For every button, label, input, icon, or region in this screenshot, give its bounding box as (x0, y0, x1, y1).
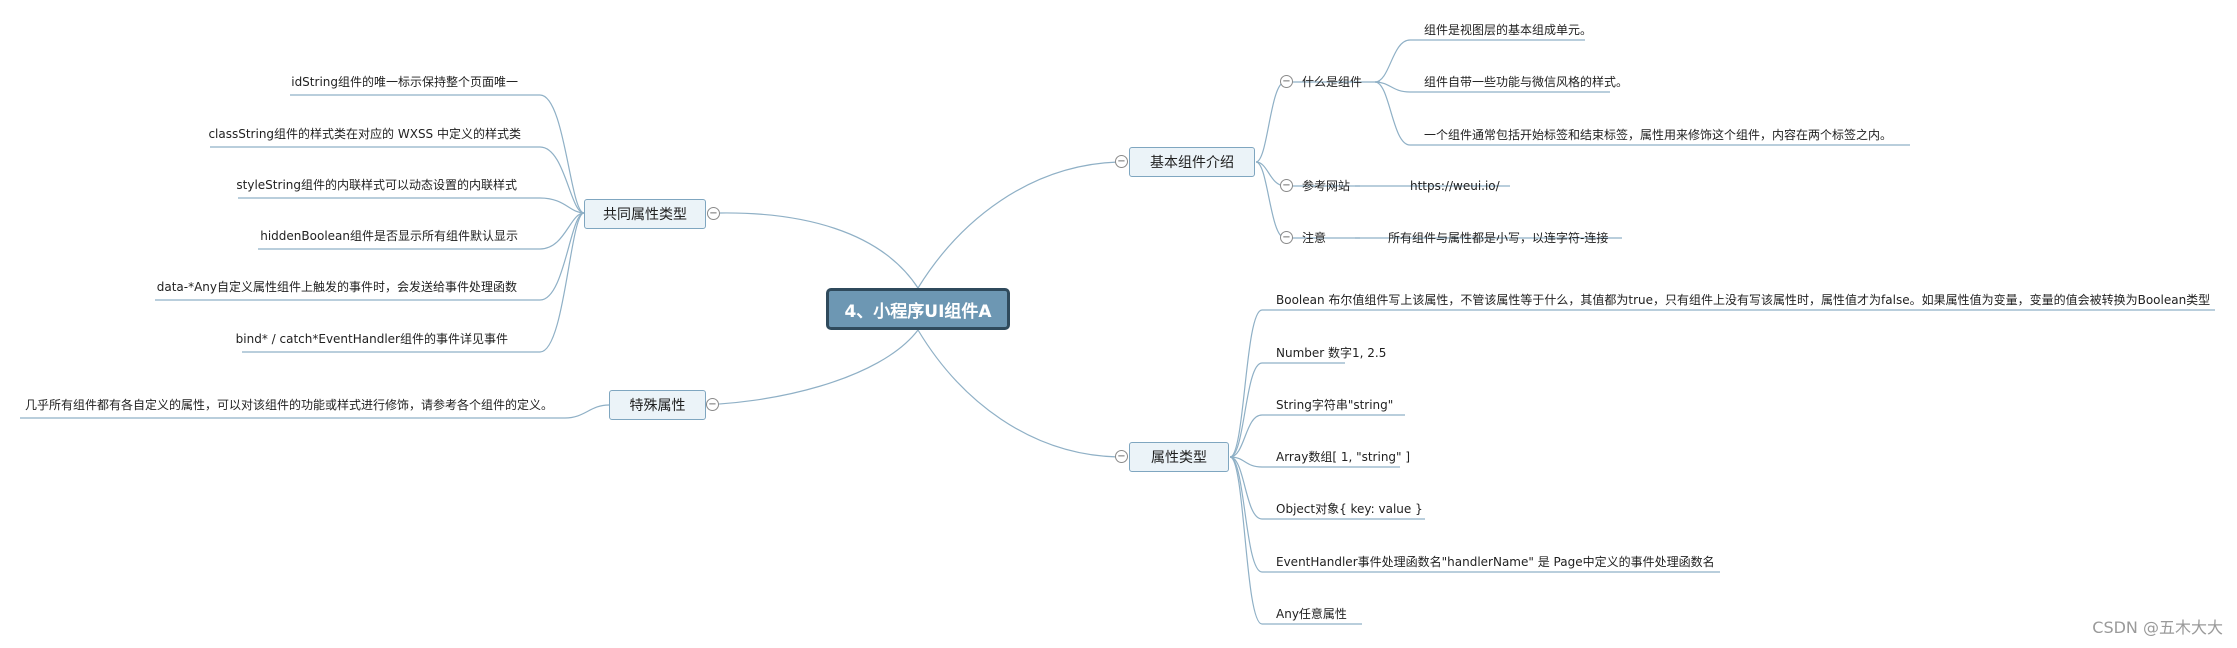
central-topic[interactable]: 4、小程序UI组件A (826, 288, 1010, 330)
collapse-toggle-what[interactable]: − (1280, 75, 1293, 88)
leaf-special-attr[interactable]: 几乎所有组件都有各自定义的属性，可以对该组件的功能或样式进行修饰，请参考各个组件… (24, 398, 553, 412)
leaf-attr-type[interactable]: String字符串"string" (1276, 398, 1394, 412)
minus-icon: − (1117, 450, 1126, 462)
leaf-attr-type[interactable]: Object对象{ key: value } (1276, 502, 1423, 516)
topic-common-attrs-label: 共同属性类型 (603, 207, 687, 223)
minus-icon: − (1282, 179, 1291, 191)
leaf-attr-type[interactable]: EventHandler事件处理函数名"handlerName" 是 Page中… (1276, 555, 1715, 569)
collapse-toggle-note[interactable]: − (1280, 231, 1293, 244)
minus-icon: − (1282, 75, 1291, 87)
leaf-what-item[interactable]: 一个组件通常包括开始标签和结束标签，属性用来修饰这个组件，内容在两个标签之内。 (1424, 128, 1893, 142)
topic-common-attrs[interactable]: 共同属性类型 (584, 199, 706, 229)
minus-icon: − (1117, 155, 1126, 167)
subtopic-ref-site[interactable]: 参考网站 (1302, 179, 1351, 193)
subtopic-note[interactable]: 注意 (1302, 231, 1327, 245)
minus-icon: − (709, 207, 718, 219)
collapse-toggle-special-attrs[interactable]: − (706, 398, 719, 411)
leaf-common-attr[interactable]: classString组件的样式类在对应的 WXSS 中定义的样式类 (208, 127, 521, 141)
collapse-toggle-common-attrs[interactable]: − (707, 207, 720, 220)
subtopic-what-is-component[interactable]: 什么是组件 (1302, 75, 1363, 89)
topic-attr-types-label: 属性类型 (1151, 450, 1207, 466)
leaf-ref-url[interactable]: https://weui.io/ (1410, 179, 1500, 193)
collapse-toggle-attr-types[interactable]: − (1115, 450, 1128, 463)
topic-special-attrs[interactable]: 特殊属性 (609, 390, 706, 420)
leaf-common-attr[interactable]: data-*Any自定义属性组件上触发的事件时，会发送给事件处理函数 (156, 280, 517, 294)
minus-icon: − (708, 398, 717, 410)
leaf-what-item[interactable]: 组件是视图层的基本组成单元。 (1424, 23, 1593, 37)
topic-basic-intro-label: 基本组件介绍 (1150, 155, 1234, 171)
leaf-common-attr[interactable]: styleString组件的内联样式可以动态设置的内联样式 (236, 178, 517, 192)
leaf-note-value[interactable]: 所有组件与属性都是小写，以连字符-连接 (1388, 231, 1609, 245)
leaf-attr-type[interactable]: Number 数字1, 2.5 (1276, 346, 1387, 360)
leaf-common-attr[interactable]: bind* / catch*EventHandler组件的事件详见事件 (235, 332, 508, 346)
collapse-toggle-basic-intro[interactable]: − (1115, 155, 1128, 168)
leaf-common-attr[interactable]: hiddenBoolean组件是否显示所有组件默认显示 (260, 229, 518, 243)
topic-basic-intro[interactable]: 基本组件介绍 (1129, 147, 1255, 177)
leaf-what-item[interactable]: 组件自带一些功能与微信风格的样式。 (1424, 75, 1629, 89)
topic-special-attrs-label: 特殊属性 (629, 398, 686, 414)
watermark: CSDN @五木大大 (2092, 618, 2223, 637)
leaf-attr-type[interactable]: Any任意属性 (1276, 607, 1347, 621)
minus-icon: − (1282, 231, 1291, 243)
collapse-toggle-ref[interactable]: − (1280, 179, 1293, 192)
leaf-common-attr[interactable]: idString组件的唯一标示保持整个页面唯一 (291, 75, 518, 89)
leaf-attr-type[interactable]: Boolean 布尔值组件写上该属性，不管该属性等于什么，其值都为true，只有… (1276, 293, 2211, 307)
topic-attr-types[interactable]: 属性类型 (1129, 442, 1229, 472)
leaf-attr-type[interactable]: Array数组[ 1, "string" ] (1276, 450, 1411, 464)
